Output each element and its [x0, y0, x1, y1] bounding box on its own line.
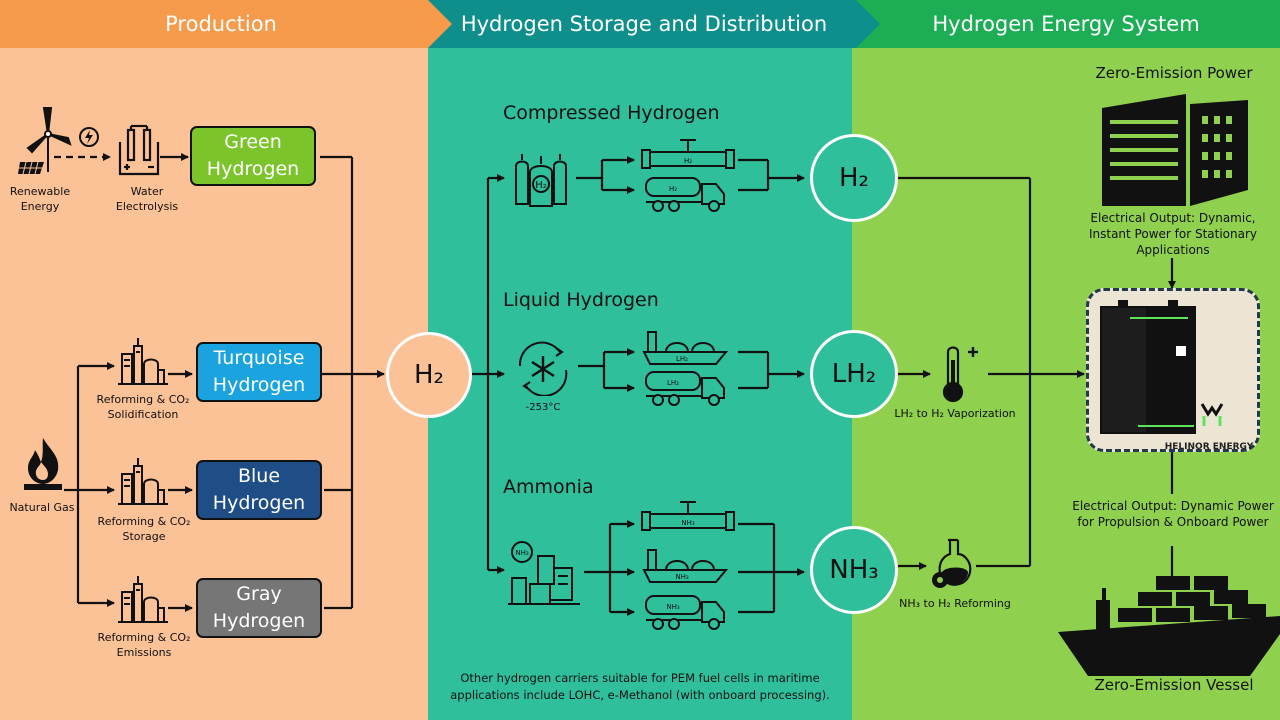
thermometer-icon	[942, 346, 978, 403]
pipe-h2-label: H₂	[684, 157, 692, 165]
turquoise-hydrogen-box: Turquoise Hydrogen	[196, 342, 322, 402]
renewable-energy-label: Renewable Energy	[9, 185, 71, 213]
zero-emission-vessel-title: Zero-Emission Vessel	[1094, 676, 1254, 694]
electricity-icon	[79, 127, 99, 147]
reforming-flask-icon	[932, 538, 972, 588]
output-vessel-label: Electrical Output: Dynamic Power for Pro…	[1072, 499, 1274, 529]
pipeline-icon: H₂	[641, 139, 735, 169]
ammonia-title: Ammonia	[503, 476, 594, 498]
truck-lh2-label: LH₂	[667, 379, 679, 387]
svg-text:H₂: H₂	[535, 180, 547, 191]
gas-cylinders-icon: H₂	[515, 154, 567, 207]
ship-lh2-label: LH₂	[676, 355, 688, 363]
h2-storage-circle: H₂	[810, 134, 898, 222]
lh2-storage-circle: LH₂	[810, 330, 898, 418]
helinor-energy-brand: HELINOR ENERGY	[1164, 442, 1254, 452]
liquid-temperature-label: -253°C	[525, 402, 561, 413]
ship-nh3-label: NH₃	[675, 573, 689, 581]
fuel-cell-cabinet-icon	[1100, 300, 1196, 434]
building-icon	[1102, 94, 1248, 206]
reforming-label: NH₃ to H₂ Reforming	[899, 597, 1011, 610]
helinor-logo-icon	[1200, 403, 1224, 426]
reforming-plant-icon	[118, 338, 168, 385]
flame-icon	[24, 438, 62, 490]
output-stationary-label: Electrical Output: Dynamic, Instant Powe…	[1088, 211, 1258, 257]
reforming-emissions-label: Reforming & CO₂ Emissions	[97, 631, 191, 659]
header-production: Production	[0, 0, 452, 48]
wind-turbine-solar-icon	[18, 107, 72, 175]
reforming-plant-icon	[118, 576, 168, 623]
water-electrolysis-label: Water Electrolysis	[115, 185, 179, 213]
natural-gas-label: Natural Gas	[9, 501, 75, 514]
ammonia-plant-icon: NH₃	[508, 541, 580, 605]
tank-truck-icon: NH₃	[645, 595, 725, 630]
nh3-storage-circle: NH₃	[810, 526, 898, 614]
tank-truck-icon: LH₂	[645, 371, 725, 406]
pipe-nh3-label: NH₃	[681, 519, 695, 527]
h2-hub-circle: H₂	[386, 332, 472, 418]
lh2-ship-icon: LH₂	[642, 331, 728, 365]
electrolysis-icon	[118, 124, 160, 176]
tank-truck-icon: H₂	[645, 177, 725, 212]
vaporization-label: LH₂ to H₂ Vaporization	[894, 407, 1016, 420]
other-carriers-note: Other hydrogen carriers suitable for PEM…	[450, 671, 830, 702]
pipeline-icon: NH₃	[641, 501, 735, 531]
green-hydrogen-box: Green Hydrogen	[190, 126, 316, 186]
storage-panel	[428, 48, 852, 720]
cargo-ship-icon	[1058, 576, 1280, 676]
header-energy-system: Hydrogen Energy System	[852, 0, 1280, 48]
compressed-hydrogen-title: Compressed Hydrogen	[503, 102, 720, 124]
reforming-solidification-label: Reforming & CO₂ Solidification	[96, 393, 190, 421]
reforming-storage-label: Reforming & CO₂ Storage	[97, 515, 191, 543]
cryogenic-snowflake-icon	[518, 341, 568, 396]
svg-text:NH₃: NH₃	[515, 549, 529, 557]
blue-hydrogen-box: Blue Hydrogen	[196, 460, 322, 520]
truck-nh3-label: NH₃	[666, 603, 680, 611]
reforming-plant-icon	[118, 458, 168, 505]
header-storage: Hydrogen Storage and Distribution	[428, 0, 880, 48]
truck-h2-label: H₂	[669, 185, 677, 193]
gray-hydrogen-box: Gray Hydrogen	[196, 578, 322, 638]
nh3-ship-icon: NH₃	[642, 549, 728, 583]
liquid-hydrogen-title: Liquid Hydrogen	[503, 289, 659, 311]
zero-emission-power-title: Zero-Emission Power	[1095, 64, 1253, 82]
